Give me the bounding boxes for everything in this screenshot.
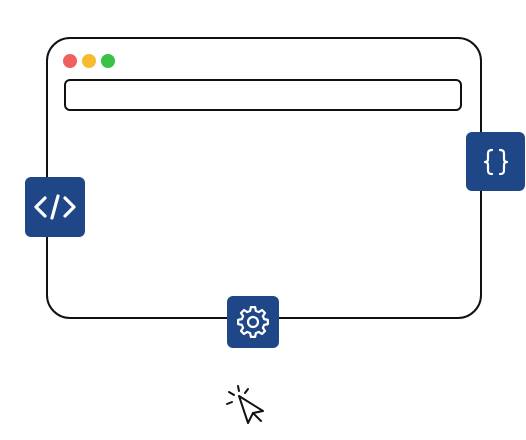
braces-badge: [466, 132, 525, 191]
window-minimize-dot[interactable]: [82, 54, 96, 68]
window-maximize-dot[interactable]: [101, 54, 115, 68]
browser-window: [46, 37, 482, 319]
address-bar[interactable]: [64, 79, 462, 111]
curly-braces-icon: [481, 147, 511, 177]
settings-badge[interactable]: [227, 296, 279, 348]
code-brackets-icon: [33, 193, 77, 221]
code-badge: [25, 177, 85, 237]
gear-icon: [234, 303, 272, 341]
pointer-click-icon: [224, 383, 270, 429]
window-close-dot[interactable]: [63, 54, 77, 68]
